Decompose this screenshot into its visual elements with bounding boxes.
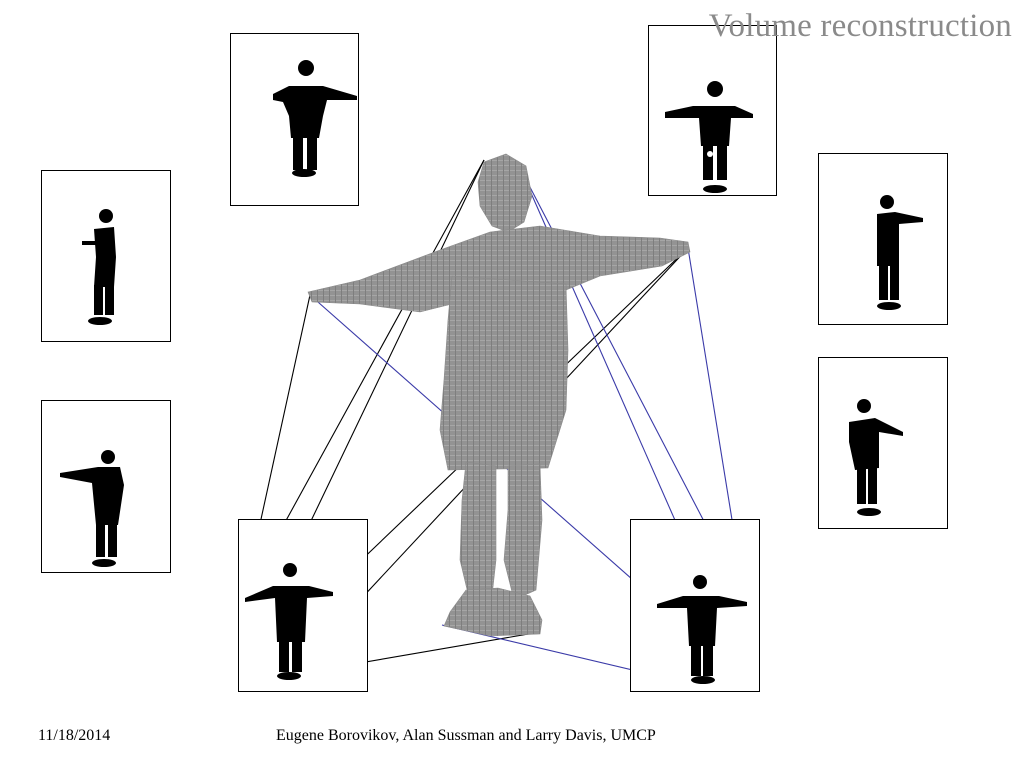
person-silhouette-icon — [665, 81, 753, 193]
silhouette-view-bottom-right — [630, 519, 760, 692]
footer-date: 11/18/2014 — [38, 727, 111, 744]
slide-title: Volume reconstruction — [708, 8, 1012, 44]
silhouette-view-left-upper — [41, 170, 171, 342]
person-silhouette-icon — [849, 399, 903, 516]
footer-authors: Eugene Borovikov, Alan Sussman and Larry… — [276, 727, 656, 744]
person-silhouette-icon — [877, 195, 923, 310]
person-silhouette-icon — [82, 209, 116, 325]
silhouette-view-right-upper — [818, 153, 948, 325]
person-silhouette-icon — [245, 563, 333, 680]
silhouette-view-left-lower — [41, 400, 171, 573]
person-silhouette-icon — [60, 450, 124, 567]
person-silhouette-icon — [657, 575, 747, 684]
silhouette-view-top-left — [230, 33, 359, 206]
silhouette-view-right-lower — [818, 357, 948, 529]
person-silhouette-icon — [273, 60, 357, 177]
silhouette-view-bottom-left — [238, 519, 368, 692]
silhouette-view-top-center — [648, 25, 777, 196]
